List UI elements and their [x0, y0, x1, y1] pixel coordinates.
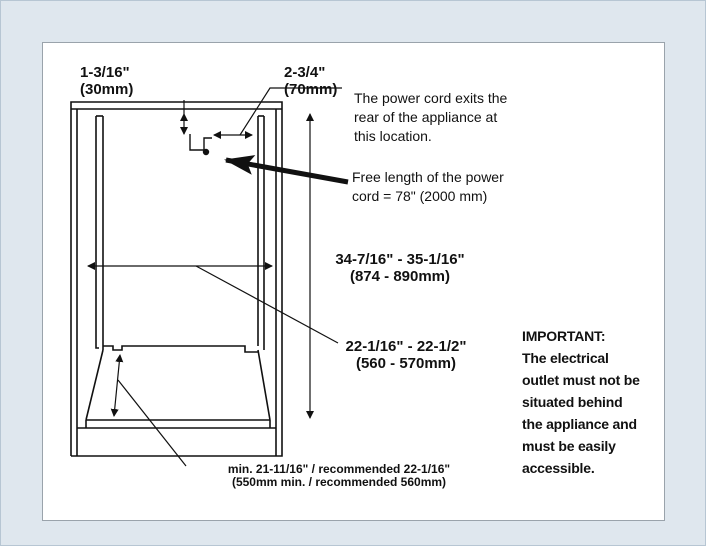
diagram-panel	[42, 42, 665, 521]
depth-label: min. 21-11/16" / recommended 22-1/16" (5…	[227, 462, 451, 489]
depth-arrow	[110, 354, 124, 417]
cord-exit-marker	[189, 134, 212, 156]
cord-length-arrow	[224, 155, 349, 185]
width-label: 22-1/16" - 22-1/2" (560 - 570mm)	[345, 338, 467, 372]
dimension-lines	[87, 87, 342, 467]
cabinet-outline	[70, 101, 283, 457]
side-offset-label: 2-3/4" (70mm)	[284, 64, 338, 98]
important-note: IMPORTANT: The electrical outlet must no…	[522, 325, 640, 479]
important-title: IMPORTANT:	[522, 328, 606, 344]
height-label: 34-7/16" - 35-1/16" (874 - 890mm)	[335, 251, 465, 285]
width-leader	[195, 265, 339, 344]
depth-leader	[117, 379, 187, 467]
depth-offset-label: 1-3/16" (30mm)	[80, 64, 134, 98]
cord-length-note: Free length of the power cord = 78" (200…	[352, 169, 504, 204]
side-offset-leader	[239, 87, 342, 136]
cord-exit-note: The power cord exits the rear of the app…	[354, 90, 508, 144]
